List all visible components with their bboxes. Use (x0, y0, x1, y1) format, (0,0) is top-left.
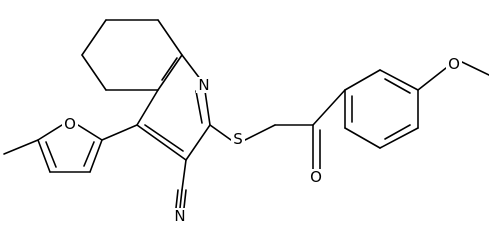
atom-label-ring-nitrogen: N (198, 76, 209, 94)
atom-label-nitrile-nitrogen: N (174, 207, 185, 225)
atom-label-ketone-oxygen: O (310, 168, 322, 186)
bond-nitrile-triple-1 (179, 189, 183, 209)
bond-benzene-o (417, 67, 447, 91)
bond-pyridine-c4-c4a (136, 89, 159, 126)
bond-cyclohexane-2 (157, 19, 183, 56)
bond-methoxy-ch3 (461, 61, 489, 76)
bond-pyridine-n-c2-double (195, 90, 203, 124)
bond-furan-c5-c4-double (45, 141, 57, 168)
bond-benzene-5 (379, 127, 419, 149)
bond-furan-c3-c2 (89, 139, 103, 173)
atom-label-furan-oxygen: O (64, 115, 76, 133)
bond-s-ch2 (244, 124, 276, 141)
bond-pyridine-c3-c4-double (144, 124, 184, 152)
molecule-structure-diagram: N O S O N O (3, 19, 489, 225)
bond-benzene-double-1 (384, 78, 411, 94)
bond-layer (3, 19, 489, 209)
atom-label-methoxy-oxygen: O (448, 55, 460, 73)
bond-c4-furan (101, 124, 138, 141)
bond-furan-c3-c2-double (83, 141, 95, 167)
bond-furan-c5-c4 (37, 139, 51, 173)
bond-furan-c2-o (77, 124, 103, 141)
bond-nitrile-c3-c (181, 159, 187, 191)
bond-benzene-6 (344, 127, 381, 149)
bond-c2-s (209, 124, 232, 141)
bond-nitrile-triple-2 (175, 189, 179, 209)
bond-pyridine-c3-c4 (136, 124, 187, 161)
bond-benzene-3 (379, 69, 419, 91)
bond-cyclohexane-5 (81, 54, 107, 91)
bond-pyridine-c4a-c8a-double (161, 57, 178, 81)
bond-nitrile-triple-3 (183, 189, 187, 209)
bond-cyclohexane-3 (157, 54, 183, 91)
bond-carbonyl-aryl (312, 89, 346, 126)
bond-furan-o-c5 (37, 124, 63, 141)
atom-label-thioether-sulfur: S (233, 130, 243, 148)
bond-furan-methyl (3, 139, 39, 155)
bond-pyridine-c2-c3 (185, 124, 211, 161)
atom-label-layer: N O S O N O (62, 55, 462, 225)
bond-benzene-double-2 (384, 124, 411, 140)
bond-cyclohexane-6 (81, 19, 107, 56)
bond-benzene-2 (344, 69, 381, 91)
